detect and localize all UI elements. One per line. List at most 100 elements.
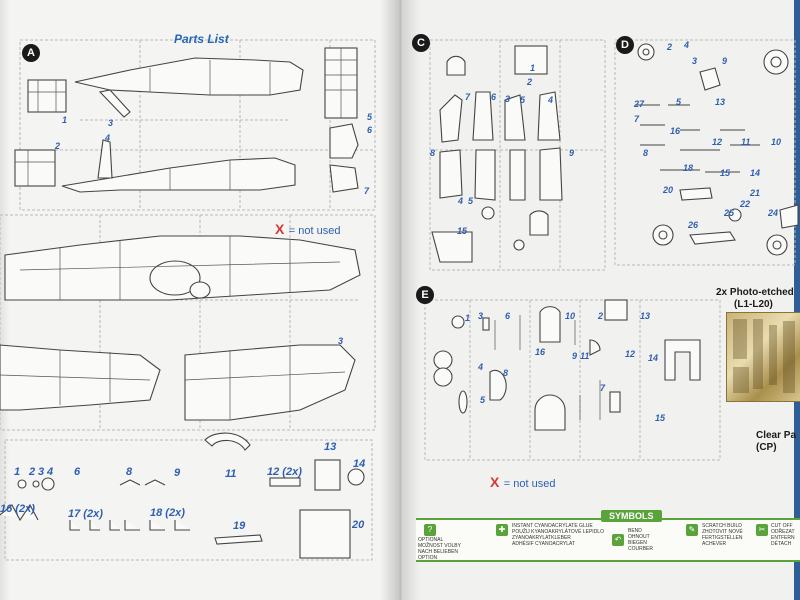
- part-number: 20: [352, 519, 365, 531]
- not-used-legend: X = not used: [275, 221, 340, 239]
- part-number: 3: [338, 336, 344, 346]
- part-number: 16: [535, 347, 546, 357]
- section-a-badge: A: [22, 44, 40, 62]
- sprue-e-parts: [433, 299, 701, 431]
- part-number: 11: [741, 137, 751, 147]
- part-number: 15: [655, 413, 666, 423]
- clear-parts-code: (CP): [756, 442, 777, 453]
- part-number: 18: [683, 163, 694, 173]
- part-number: 18 (2x): [150, 507, 185, 519]
- photo-etched-fret: [726, 312, 800, 402]
- scratch-build-icon: ✎: [686, 524, 698, 536]
- clear-parts-title: Clear Pa: [756, 430, 797, 441]
- part-number: 12: [712, 137, 723, 147]
- not-used-mark: X: [275, 221, 285, 237]
- part-number: 9: [572, 351, 578, 361]
- part-number: 5: [468, 196, 474, 206]
- part-number: 16 (2x): [0, 503, 35, 515]
- part-number: 17 (2x): [68, 508, 103, 520]
- sprue-c-parts: [431, 45, 563, 263]
- part-number: 3: [38, 466, 45, 478]
- part-number: 8: [126, 466, 133, 478]
- not-used-mark: X: [490, 474, 500, 490]
- sprue-d-parts: [635, 43, 799, 256]
- part-number: 1: [465, 313, 471, 323]
- section-e-badge: E: [416, 286, 434, 304]
- part-number: 27: [634, 99, 645, 109]
- part-number: 4: [47, 466, 54, 478]
- wing-lower-right: [184, 344, 356, 421]
- sprue-a-frame: [0, 39, 376, 561]
- part-number: 24: [768, 208, 779, 218]
- page-title: Parts List: [174, 32, 229, 46]
- part-number: 3: [108, 118, 114, 128]
- symbol-bend-text: BEND OHNOUT BIEGEN COURBER: [628, 528, 654, 552]
- fuselage-half-upper: [74, 57, 304, 118]
- part-number: 20: [663, 185, 674, 195]
- part-number: 7: [600, 383, 606, 393]
- part-number: 9: [174, 467, 181, 479]
- cut-off-icon: ✂: [756, 524, 768, 536]
- fuselage-half-lower: [61, 139, 296, 193]
- part-number: 15: [457, 226, 468, 236]
- part-number: 7: [364, 186, 370, 196]
- part-number: 5: [520, 95, 526, 105]
- section-d-badge: D: [616, 36, 634, 54]
- symbols-legend: SYMBOLS ? OPTIONAL MOŽNOST VOLBY NACH BE…: [416, 510, 800, 562]
- part-number: 25: [724, 208, 735, 218]
- part-number: 13: [640, 311, 651, 321]
- section-c-badge: C: [412, 34, 430, 52]
- part-number: 7: [465, 92, 471, 102]
- not-used-legend-right: X = not used: [490, 474, 555, 492]
- bend-icon: ↶: [612, 534, 624, 546]
- part-number: 12: [625, 349, 636, 359]
- part-number: 4: [478, 362, 484, 372]
- part-number: 2: [29, 466, 36, 478]
- glue-icon: ✚: [496, 524, 508, 536]
- part-number: 6: [505, 311, 511, 321]
- part-number: 10: [771, 137, 782, 147]
- part-number: 1: [62, 115, 68, 125]
- part-number: 3: [505, 94, 511, 104]
- part-number: 1: [530, 63, 536, 73]
- symbol-scratch-text: SCRATCH BUILD ZHOTOVIT NOVÉ FERTIGSTELLE…: [702, 523, 743, 547]
- part-number: 14: [648, 353, 659, 363]
- part-number: 9: [722, 56, 728, 66]
- part-number: 7: [634, 114, 640, 124]
- symbol-optional-text: OPTIONAL MOŽNOST VOLBY NACH BELIEBEN OPT…: [418, 537, 461, 561]
- part-number: 19: [233, 520, 246, 532]
- optional-icon: ?: [424, 524, 436, 536]
- part-number: 10: [565, 311, 576, 321]
- part-number: 4: [684, 40, 690, 50]
- background-edge: [794, 0, 800, 600]
- part-number: 21: [750, 188, 761, 198]
- part-number: 14: [353, 458, 366, 470]
- part-number: 4: [105, 133, 111, 143]
- part-number: 3: [692, 56, 698, 66]
- sprue-e-frame: [424, 299, 721, 461]
- part-number: 11: [580, 351, 590, 361]
- part-number: 5: [367, 112, 373, 122]
- wing-upper: [4, 235, 361, 301]
- part-number: 16: [670, 126, 681, 136]
- part-number: 2: [55, 141, 61, 151]
- part-number: 4: [458, 196, 464, 206]
- part-number: 12 (2x): [267, 466, 302, 478]
- not-used-text: = not used: [288, 225, 341, 237]
- part-number: 6: [74, 466, 81, 478]
- part-number: 14: [750, 168, 761, 178]
- small-parts-a: [14, 47, 359, 193]
- part-number: 5: [676, 97, 682, 107]
- symbols-header: SYMBOLS: [601, 510, 662, 522]
- part-number: 8: [503, 368, 509, 378]
- not-used-text: = not used: [503, 478, 556, 490]
- part-number: 2: [527, 77, 533, 87]
- symbol-glue-text: INSTANT CYANOACRYLATE GLUE POUŽIJ KYANOA…: [512, 523, 604, 547]
- photo-etched-title: 2x Photo-etched: [716, 287, 794, 298]
- small-parts-bottom: [0, 432, 365, 559]
- part-number: 6: [367, 125, 373, 135]
- part-number: 8: [430, 148, 436, 158]
- part-number: 3: [478, 311, 484, 321]
- photo-etched-range: (L1-L20): [734, 299, 773, 310]
